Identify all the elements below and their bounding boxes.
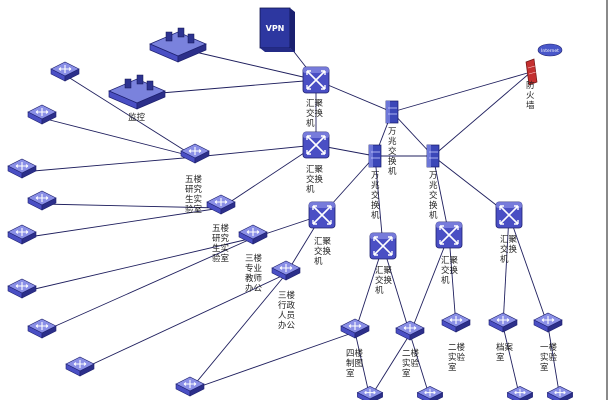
agg1-label: 汇聚交换机 bbox=[306, 99, 324, 129]
switch-icon[interactable] bbox=[27, 104, 57, 125]
link-ser1-agg1 bbox=[177, 47, 317, 81]
agg5-label: 汇聚交换机 bbox=[441, 256, 459, 286]
link-sw5b-l5 bbox=[21, 207, 222, 239]
lab5a-label: 五楼研究生实验室 bbox=[185, 174, 203, 215]
link-sw3b-l9 bbox=[189, 273, 287, 391]
aggregation-switch-icon[interactable] bbox=[302, 131, 330, 159]
vpn-icon[interactable]: VPN bbox=[259, 7, 295, 52]
switch-icon[interactable] bbox=[27, 190, 57, 211]
switch-icon[interactable] bbox=[533, 312, 563, 333]
switch-icon[interactable] bbox=[7, 158, 37, 179]
aggregation-switch-icon[interactable] bbox=[302, 66, 330, 94]
switch-icon[interactable] bbox=[416, 385, 444, 400]
switch-icon[interactable] bbox=[546, 385, 574, 400]
switch-icon[interactable] bbox=[50, 61, 80, 82]
link-core1-core3 bbox=[391, 111, 434, 157]
link-sw3a-l7 bbox=[41, 237, 254, 333]
archive-label: 档案室 bbox=[496, 342, 514, 363]
link-sw5a-l2 bbox=[41, 117, 196, 158]
switch-icon[interactable] bbox=[27, 318, 57, 339]
agg2-label: 汇聚交换机 bbox=[306, 165, 324, 195]
agg3-label: 汇聚交换机 bbox=[314, 237, 332, 267]
server-group-icon[interactable] bbox=[149, 27, 207, 63]
link-ser2-agg1 bbox=[136, 79, 317, 96]
link-sw2a-b2 bbox=[409, 333, 431, 399]
core-switch-icon[interactable] bbox=[368, 144, 382, 168]
switch-icon[interactable] bbox=[7, 278, 37, 299]
link-sw3b-l8 bbox=[79, 273, 287, 371]
lab2a-label: 二楼实验室 bbox=[402, 348, 420, 379]
agg6-label: 汇聚交换机 bbox=[500, 235, 518, 265]
switch-icon[interactable] bbox=[206, 194, 236, 215]
link-agg6-swArc bbox=[502, 214, 510, 327]
core-switch-icon[interactable] bbox=[426, 144, 440, 168]
monitor-label: 监控 bbox=[128, 112, 146, 123]
vpn-label: VPN bbox=[266, 24, 285, 33]
link-agg5-sw2b bbox=[448, 234, 457, 327]
switch-icon[interactable] bbox=[238, 224, 268, 245]
switch-icon[interactable] bbox=[271, 260, 301, 281]
link-agg4-sw4 bbox=[354, 245, 384, 333]
firewall-label: 防火墙 bbox=[526, 80, 535, 111]
room4-label: 四楼制图室 bbox=[346, 348, 364, 379]
lab5b-label: 五楼研究生实验室 bbox=[212, 223, 230, 264]
link-sw4-b1 bbox=[354, 331, 371, 399]
window-right-border bbox=[606, 0, 608, 400]
link-core1-fw bbox=[391, 71, 532, 113]
link-agg2-sw5a bbox=[194, 144, 317, 158]
core3-label: 万兆交换机 bbox=[429, 171, 438, 221]
network-nodes: VPNInternet监控防火墙汇聚交换机汇聚交换机汇聚交换机汇聚交换机汇聚交换… bbox=[7, 7, 574, 400]
switch-icon[interactable] bbox=[356, 385, 384, 400]
switch-icon[interactable] bbox=[65, 356, 95, 377]
link-agg4-sw2a bbox=[382, 245, 411, 335]
firewall-icon[interactable] bbox=[525, 58, 538, 86]
core-switch-icon[interactable] bbox=[385, 100, 399, 124]
switch-icon[interactable] bbox=[506, 385, 534, 400]
link-l1-sw5a bbox=[64, 74, 196, 158]
aggregation-switch-icon[interactable] bbox=[308, 201, 336, 229]
server-group-icon[interactable] bbox=[108, 74, 166, 110]
office3a-label: 三楼专业教师办公 bbox=[245, 253, 263, 294]
switch-icon[interactable] bbox=[488, 312, 518, 333]
link-sw3a-l6 bbox=[21, 237, 254, 293]
aggregation-switch-icon[interactable] bbox=[495, 201, 523, 229]
core2-label: 万兆交换机 bbox=[371, 171, 380, 221]
lab1-label: 一楼实验室 bbox=[540, 342, 558, 373]
link-swArc-b3 bbox=[502, 325, 521, 399]
switch-icon[interactable] bbox=[180, 143, 210, 164]
link-sw4-l9 bbox=[189, 331, 356, 391]
aggregation-switch-icon[interactable] bbox=[369, 232, 397, 260]
link-sw2a-b1 bbox=[369, 333, 411, 399]
link-agg2-sw5b bbox=[220, 144, 317, 209]
agg4-label: 汇聚交换机 bbox=[375, 266, 393, 296]
lab2b-label: 二楼实验室 bbox=[448, 342, 466, 373]
link-sw5b-l4 bbox=[41, 203, 222, 209]
switch-icon[interactable] bbox=[7, 224, 37, 245]
link-sw5a-l3 bbox=[21, 156, 196, 173]
core1-label: 万兆交换机 bbox=[388, 127, 397, 177]
internet-label: Internet bbox=[541, 48, 559, 54]
link-agg6-sw1 bbox=[508, 214, 549, 327]
link-agg5-sw2a bbox=[409, 234, 450, 335]
aggregation-switch-icon[interactable] bbox=[435, 221, 463, 249]
link-core3-fw bbox=[432, 71, 532, 157]
switch-icon[interactable] bbox=[340, 318, 370, 339]
link-sw1-b4 bbox=[547, 325, 561, 399]
network-links bbox=[21, 29, 561, 399]
switch-icon[interactable] bbox=[175, 376, 205, 397]
internet-cloud-icon: Internet bbox=[537, 43, 563, 57]
switch-icon[interactable] bbox=[441, 312, 471, 333]
switch-icon[interactable] bbox=[395, 320, 425, 341]
office3b-label: 三楼行政人员办公 bbox=[278, 290, 296, 331]
link-core2-agg4 bbox=[374, 155, 384, 247]
